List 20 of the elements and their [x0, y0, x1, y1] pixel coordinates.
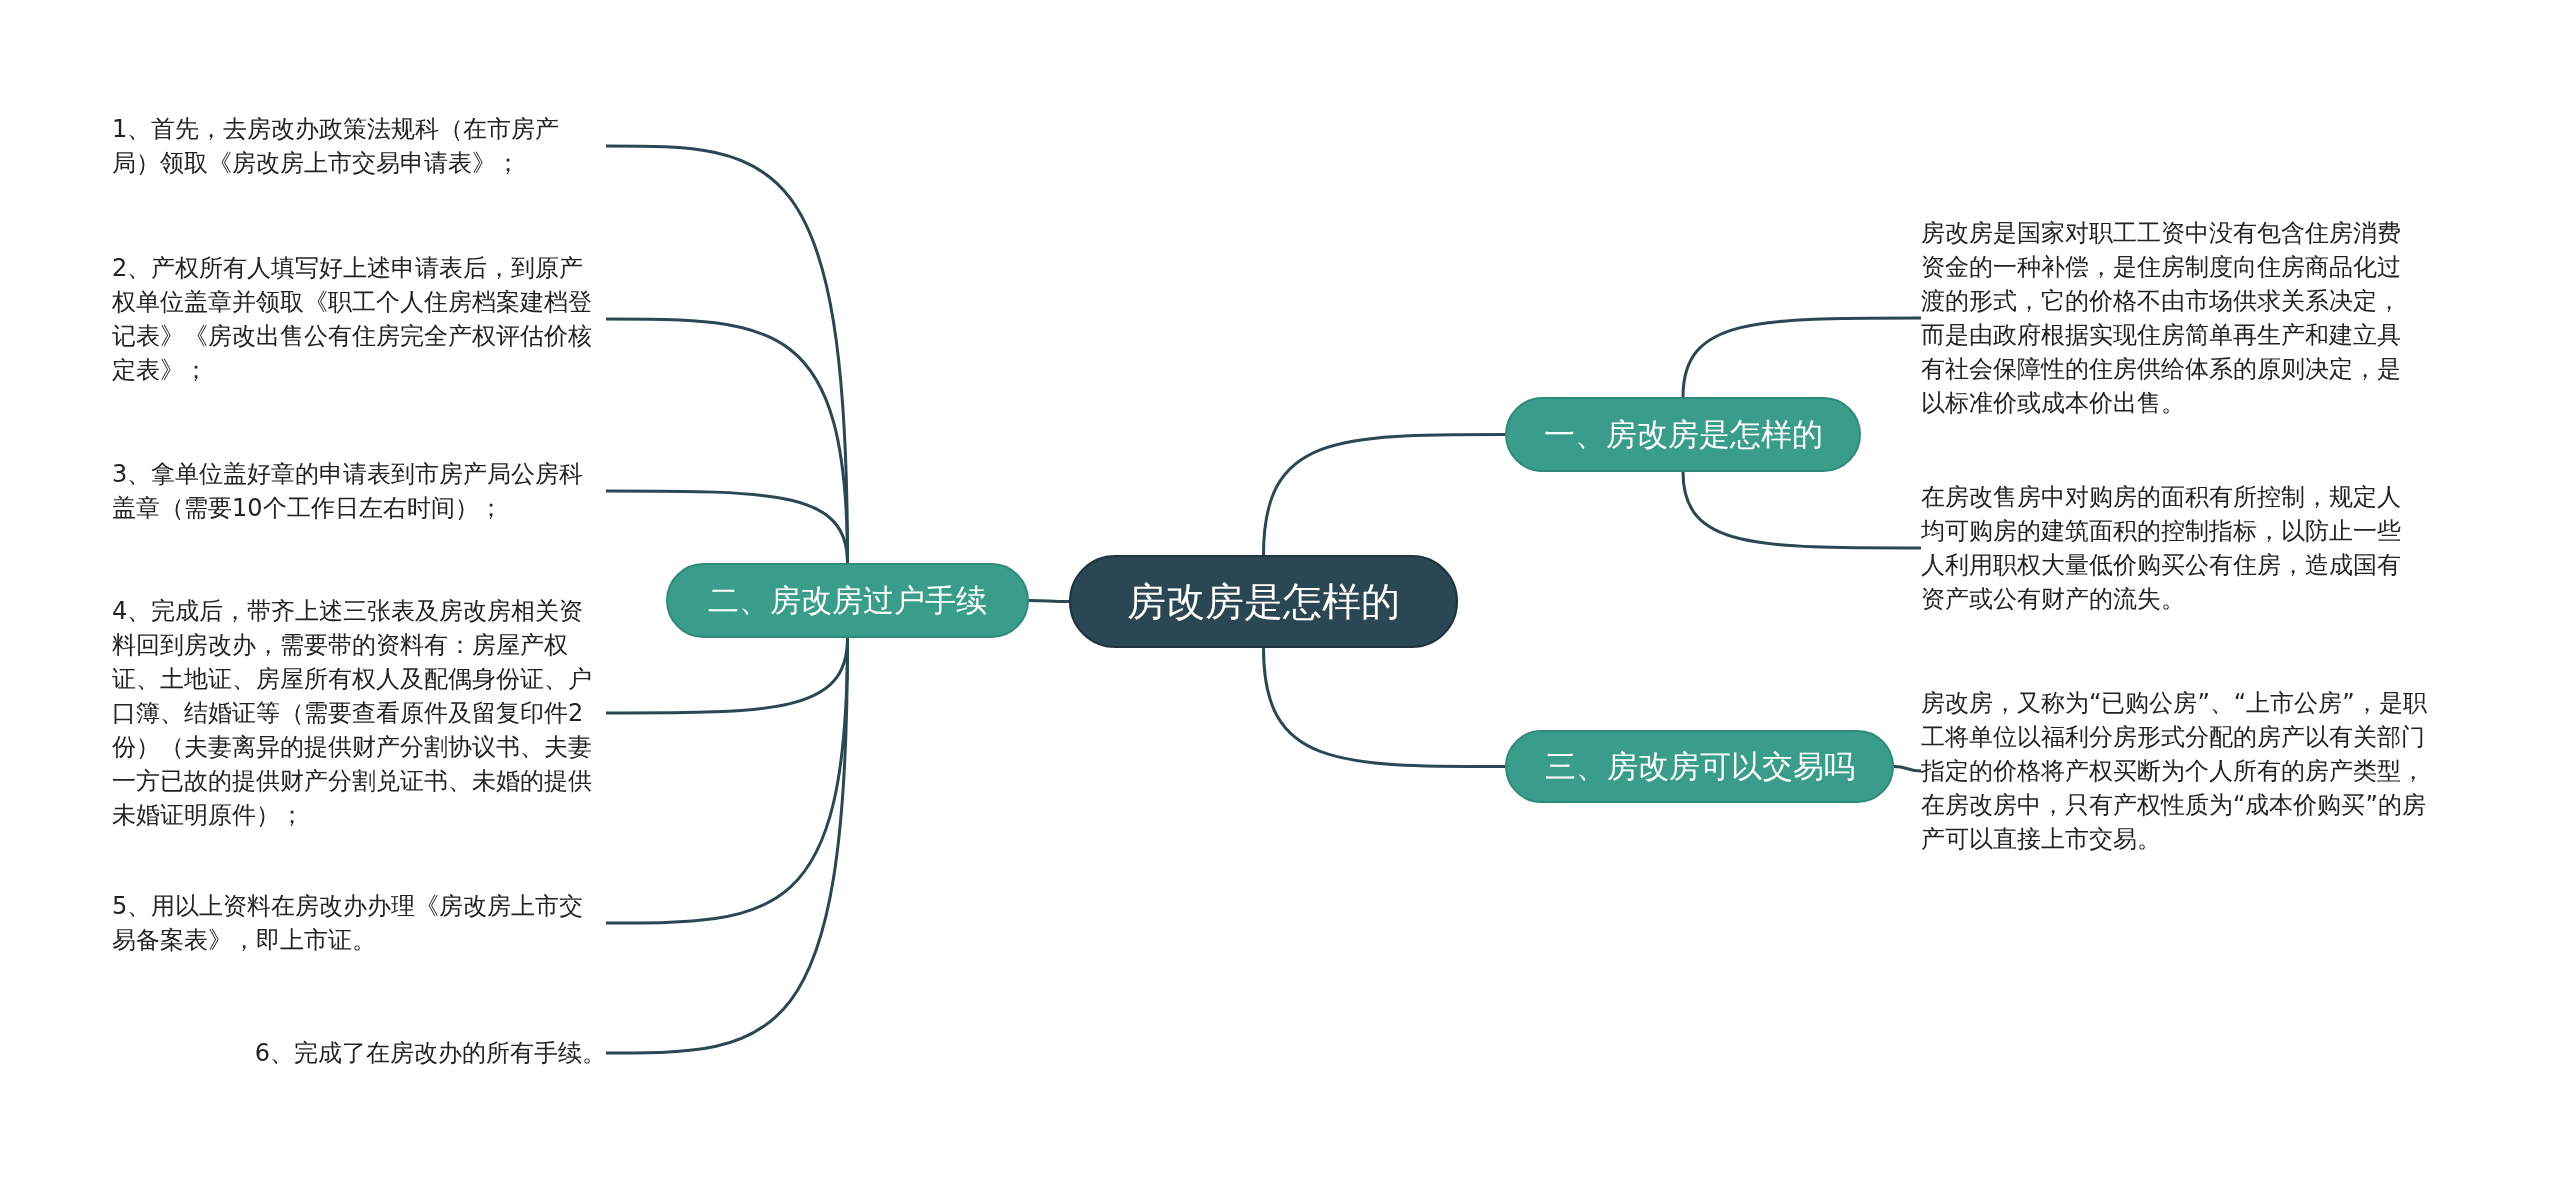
step-text: 4、完成后，带齐上述三张表及房改房相关资料回到房改办，需要带的资料有：房屋产权证、土地证、房屋所有权人及配偶身份证、户口簿、结婚证等（需要查看原件及留复印件2份）（夫妻离异的提供财产分割协议书、夫妻一方已故的提供财产分割兑证书、未婚的提供未婚证明原件）； [112, 594, 606, 832]
step-text: 2、产权所有人填写好上述申请表后，到原产权单位盖章并领取《职工个人住房档案建档登记表》《房改出售公有住房完全产权评估价核定表》； [112, 251, 606, 387]
topic-pill: 二、房改房过户手续 [666, 563, 1029, 638]
connector-line [1681, 471, 1921, 550]
topic-pill: 一、房改房是怎样的 [1505, 397, 1861, 472]
connector-line [1262, 433, 1505, 556]
connector-line [1893, 765, 1922, 773]
topic-pill: 三、房改房可以交易吗 [1505, 730, 1894, 803]
step-text: 3、拿单位盖好章的申请表到市房产局公房科盖章（需要10个工作日左右时间）； [112, 457, 606, 525]
note-text: 房改房，又称为“已购公房”、“上市公房”，是职工将单位以福利分房形式分配的房产以有关部门指定的价格将产权买断为个人所有的房产类型，在房改房中，只有产权性质为“成本价购买”的房产可以直接上市交易。 [1921, 686, 2436, 856]
central-topic: 房改房是怎样的 [1069, 555, 1458, 648]
connector-line [1029, 599, 1069, 603]
note-text: 房改房是国家对职工工资中没有包含住房消费资金的一种补偿，是住房制度向住房商品化过渡的形式，它的价格不由市场供求关系决定，而是由政府根据实现住房简单再生产和建立具有社会保障性的住房供给体系的原则决定，是以标准价或成本价出售。 [1921, 216, 2409, 420]
step-text: 6、完成了在房改办的所有手续。 [112, 1036, 606, 1070]
note-text: 在房改售房中对购房的面积有所控制，规定人均可购房的建筑面积的控制指标，以防止一些人利用职权大量低价购买公有住房，造成国有资产或公有财产的流失。 [1921, 480, 2409, 616]
connector-line [1262, 647, 1505, 768]
step-text: 5、用以上资料在房改办办理《房改房上市交易备案表》，即上市证。 [112, 889, 606, 957]
connector-line [606, 489, 849, 564]
step-text: 1、首先，去房改办政策法规科（在市房产局）领取《房改房上市交易申请表》； [112, 112, 606, 180]
connector-line [1681, 316, 1921, 398]
